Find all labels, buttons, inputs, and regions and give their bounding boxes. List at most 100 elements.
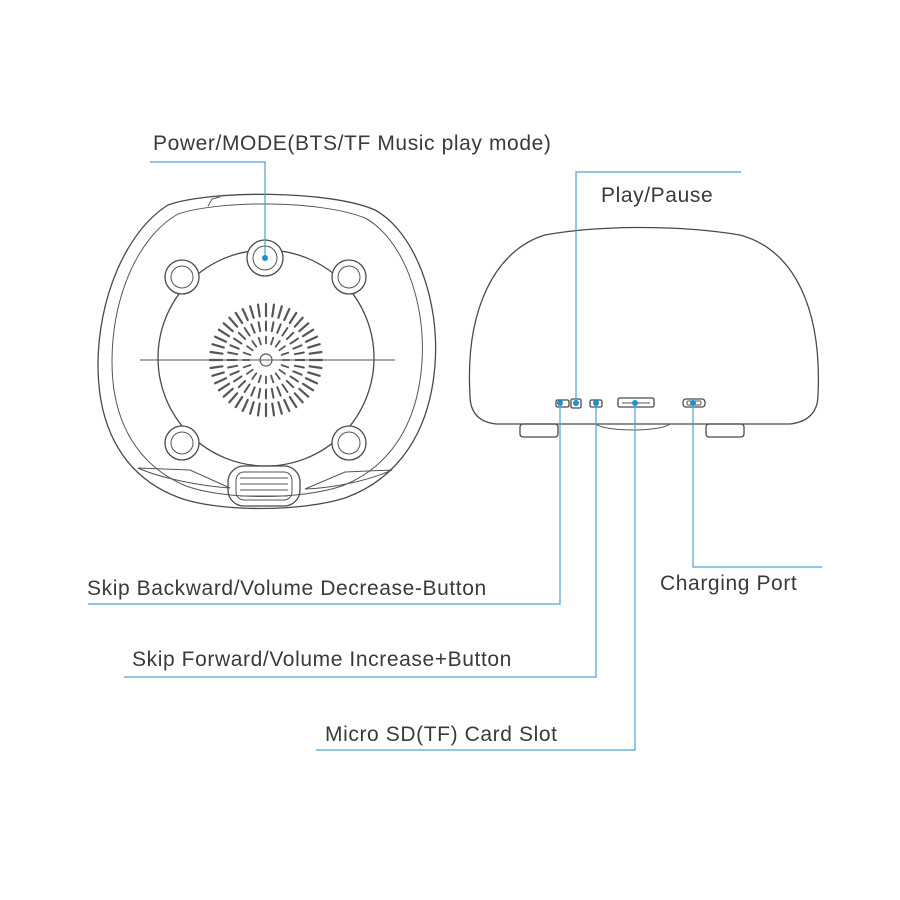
perforation-slot	[285, 331, 295, 341]
perforation-slot	[298, 387, 310, 398]
label-skip-forward: Skip Forward/Volume Increase+Button	[132, 648, 512, 671]
top-view-grip-inner	[235, 471, 293, 501]
perforation-slot	[209, 350, 224, 355]
perforation-slot	[233, 337, 243, 345]
perforation-slot	[211, 343, 225, 349]
play-pause-marker	[573, 400, 579, 406]
label-play-pause: Play/Pause	[601, 184, 713, 207]
perforation-slot	[276, 386, 282, 397]
perforation-slot	[283, 308, 291, 322]
perforation-slot	[288, 311, 298, 325]
perforation-slot	[293, 364, 305, 369]
side-view-left-foot	[519, 423, 559, 438]
charging-port-marker	[690, 400, 696, 406]
perforation-slot	[271, 402, 276, 417]
perforation-slot	[227, 351, 239, 356]
perforation-slot	[211, 371, 225, 377]
perforation-slot	[242, 364, 252, 369]
top-view-left-wing	[137, 467, 231, 489]
perforation-slot	[229, 370, 240, 376]
perforation-slot	[301, 328, 315, 338]
perforation-slot	[270, 387, 275, 399]
perforation-slot	[229, 344, 240, 350]
micro-sd-marker	[632, 400, 638, 406]
perforation-slot	[237, 331, 247, 341]
perforation-slot	[293, 316, 304, 328]
perforation-slot	[289, 375, 299, 383]
perforation-slot	[217, 382, 231, 392]
perforation-slot	[276, 323, 282, 334]
top-view-outer-body	[97, 193, 437, 510]
speaker-perforations	[208, 302, 324, 418]
perforation-slot	[214, 377, 228, 385]
perforation-slot	[281, 383, 289, 393]
power-mode-marker	[262, 255, 268, 261]
perforation-slot	[301, 382, 315, 392]
perforation-slot	[285, 379, 295, 389]
skip-forward-marker	[593, 400, 599, 406]
perforation-slot	[233, 375, 243, 383]
perforation-slot	[257, 387, 262, 399]
callout-skip-forward	[124, 400, 599, 678]
perforation-slot	[270, 321, 275, 333]
perforation-slot	[257, 336, 262, 346]
perforation-slot	[234, 311, 244, 325]
perforation-slot	[257, 321, 262, 333]
bottom-left-button[interactable]	[164, 425, 200, 461]
callout-micro-sd	[316, 400, 638, 751]
perforation-slot	[308, 350, 323, 355]
bottom-right-button[interactable]	[331, 425, 367, 461]
perforation-slot	[237, 379, 247, 389]
perforation-slot	[256, 402, 261, 417]
perforation-slot	[277, 305, 283, 319]
top-view-grip-lines	[240, 477, 288, 497]
perforation-slot	[227, 364, 239, 369]
perforation-slot	[271, 303, 276, 318]
perforation-slot	[292, 370, 303, 376]
perforation-slot	[288, 395, 298, 409]
perforation-slot	[278, 345, 286, 352]
side-view-dome	[468, 226, 820, 425]
perforation-slot	[256, 303, 261, 318]
label-skip-backward: Skip Backward/Volume Decrease-Button	[87, 577, 487, 600]
perforation-slot	[209, 365, 224, 370]
perforation-slot	[214, 335, 228, 343]
top-left-button[interactable]	[164, 259, 200, 295]
top-view-notch	[207, 196, 221, 207]
perforation-slot	[289, 337, 299, 345]
perforation-slot	[251, 340, 258, 348]
perforation-slot	[274, 372, 281, 380]
perforation-slot	[241, 308, 249, 322]
perforation-slot	[270, 374, 275, 384]
speaker-top-view	[97, 193, 437, 510]
perforation-slot	[257, 374, 262, 384]
perforation-slot	[250, 386, 256, 397]
perforation-slot	[278, 368, 286, 375]
perforation-slot	[243, 327, 251, 337]
perforation-slot	[249, 305, 255, 319]
perforation-slot	[246, 345, 254, 352]
callout-power-mode	[150, 161, 268, 261]
callout-charging-port	[690, 400, 822, 568]
perforation-slot	[307, 371, 321, 377]
perforation-slot	[277, 401, 283, 415]
perforation-slot	[251, 372, 258, 380]
perforation-slot	[292, 344, 303, 350]
top-view-right-wing	[304, 469, 393, 490]
top-right-button[interactable]	[331, 259, 367, 295]
perforation-slot	[293, 392, 304, 404]
perforation-slot	[228, 392, 239, 404]
skip-backward-marker	[557, 400, 563, 406]
perforation-slot	[304, 377, 318, 385]
perforation-slot	[242, 351, 252, 356]
perforation-slot	[280, 351, 290, 356]
perforation-slot	[308, 365, 323, 370]
label-charging-port: Charging Port	[660, 572, 797, 595]
perforation-slot	[307, 343, 321, 349]
perforation-slot	[293, 351, 305, 356]
perforation-slot	[270, 336, 275, 346]
callout-skip-backward	[88, 400, 563, 605]
callout-play-pause	[573, 171, 741, 406]
